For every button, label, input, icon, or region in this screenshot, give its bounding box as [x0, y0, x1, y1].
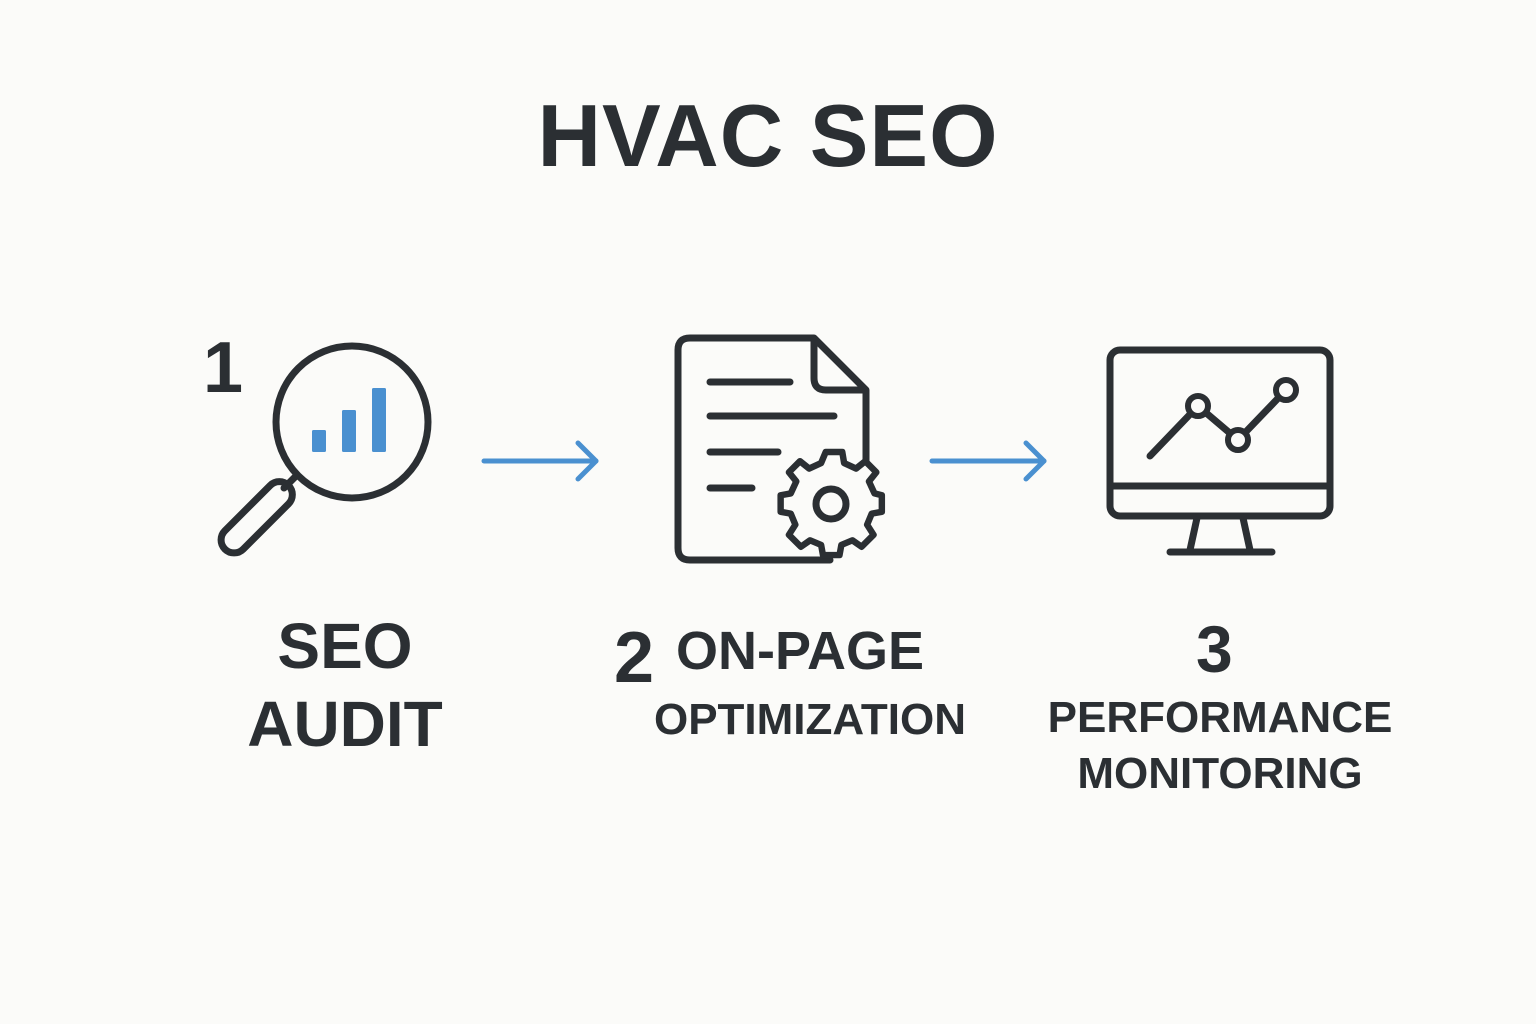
- gear-icon: [777, 448, 886, 559]
- monitor-line-chart-icon: [1106, 346, 1334, 556]
- step-1-label: SEO AUDIT: [230, 614, 460, 756]
- magnifier-bar-chart-icon: [217, 342, 432, 557]
- step-1-number: 1: [203, 328, 244, 408]
- arrow-right-icon: [929, 440, 1047, 482]
- step-2-label: ON-PAGE OPTIMIZATION: [640, 624, 980, 742]
- step-3-label-line2: MONITORING: [1077, 749, 1363, 798]
- document-gear-icon: [674, 334, 886, 564]
- audit-bar-2: [342, 410, 356, 452]
- step-1-label-line1: SEO: [277, 610, 413, 682]
- step-1-label-line2: AUDIT: [247, 688, 443, 760]
- step-2-label-line1: ON-PAGE: [675, 621, 924, 681]
- audit-bar-3: [372, 388, 386, 452]
- step-3-number: 3: [1196, 612, 1233, 686]
- audit-bar-1: [312, 430, 326, 452]
- step-2-label-line2: OPTIMIZATION: [653, 695, 967, 744]
- diagram-title: HVAC SEO: [537, 86, 999, 185]
- arrow-right-icon: [481, 440, 599, 482]
- step-2-number: 2: [614, 618, 655, 698]
- step-3-label: PERFORMANCE MONITORING: [1030, 696, 1410, 796]
- step-3-label-line1: PERFORMANCE: [1047, 693, 1393, 742]
